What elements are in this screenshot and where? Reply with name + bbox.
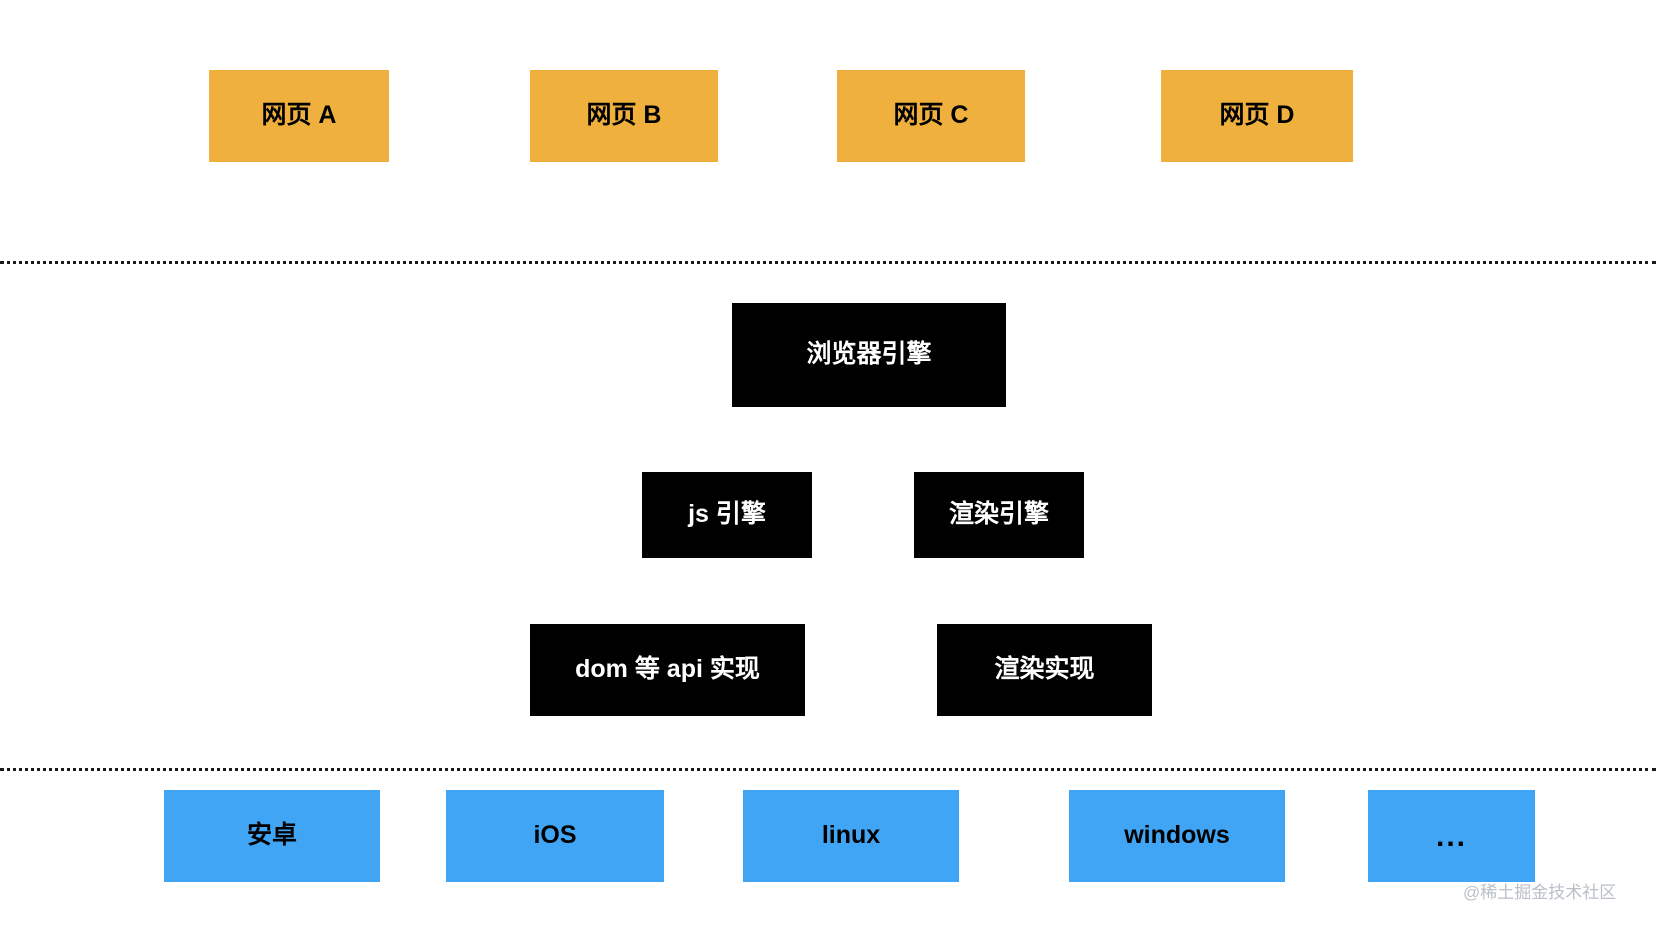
render-engine-label: 渲染引擎	[948, 500, 1049, 529]
os-label-android: 安卓	[246, 821, 297, 850]
web-page-label-b: 网页 B	[586, 101, 662, 130]
web-page-label-a: 网页 A	[261, 101, 337, 130]
render-impl-box: 渲染实现	[937, 624, 1152, 716]
js-engine-label: js 引擎	[688, 500, 766, 529]
browser-engine-box: 浏览器引擎	[732, 303, 1006, 407]
web-page-box-a: 网页 A	[209, 70, 389, 162]
os-box-linux: linux	[743, 790, 959, 882]
os-label-more: ...	[1435, 819, 1467, 853]
web-page-box-c: 网页 C	[837, 70, 1025, 162]
render-engine-box: 渲染引擎	[914, 472, 1084, 558]
dom-api-impl-box: dom 等 api 实现	[530, 624, 805, 716]
os-box-android: 安卓	[164, 790, 380, 882]
dom-api-impl-label: dom 等 api 实现	[575, 655, 760, 684]
os-label-windows: windows	[1124, 821, 1230, 850]
render-impl-label: 渲染实现	[994, 655, 1095, 684]
divider-engine-os	[0, 768, 1656, 771]
web-page-box-b: 网页 B	[530, 70, 718, 162]
os-label-linux: linux	[821, 821, 881, 850]
os-box-ios: iOS	[446, 790, 664, 882]
watermark: @稀土掘金技术社区	[1463, 883, 1617, 902]
js-engine-box: js 引擎	[642, 472, 812, 558]
web-page-label-d: 网页 D	[1219, 101, 1295, 130]
os-label-ios: iOS	[533, 821, 577, 850]
os-box-windows: windows	[1069, 790, 1285, 882]
divider-pages-engine	[0, 261, 1656, 264]
web-page-label-c: 网页 C	[893, 101, 969, 130]
os-box-more: ...	[1368, 790, 1535, 882]
browser-engine-label: 浏览器引擎	[806, 340, 932, 369]
web-page-box-d: 网页 D	[1161, 70, 1353, 162]
